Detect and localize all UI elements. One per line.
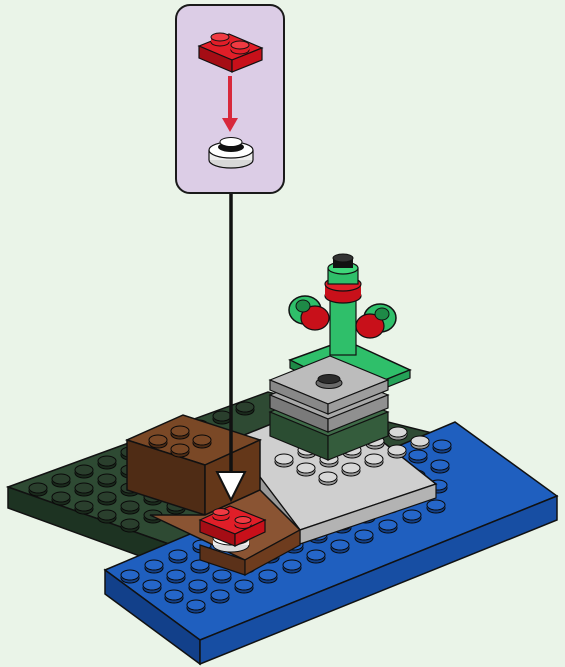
stud (342, 463, 360, 476)
stud (319, 472, 337, 485)
stud (149, 435, 167, 448)
stud (411, 436, 429, 449)
stud (283, 560, 301, 573)
stud (297, 463, 315, 476)
sub-assembly-callout (176, 5, 284, 193)
stud (121, 501, 139, 514)
stud (143, 580, 161, 593)
stud (211, 590, 229, 603)
stud (213, 411, 231, 424)
stud (171, 426, 189, 439)
stud (307, 550, 325, 563)
stud (52, 474, 70, 487)
stud (169, 550, 187, 563)
stud (379, 520, 397, 533)
stud (98, 456, 116, 469)
stud (433, 440, 451, 453)
stud (171, 444, 189, 457)
stud (165, 590, 183, 603)
stud (29, 483, 47, 496)
stud (235, 580, 253, 593)
stud (409, 450, 427, 463)
stud (365, 454, 383, 467)
stud (98, 492, 116, 505)
stud (389, 427, 407, 440)
stud (167, 570, 185, 583)
stud (75, 501, 93, 514)
stud (213, 570, 231, 583)
stud (189, 580, 207, 593)
stud (236, 402, 254, 415)
stud (259, 570, 277, 583)
stud (355, 530, 373, 543)
stud (145, 560, 163, 573)
stud (427, 500, 445, 513)
stud (121, 570, 139, 583)
stud (75, 483, 93, 496)
stud (275, 454, 293, 467)
stud (121, 519, 139, 532)
stud (75, 465, 93, 478)
stud (98, 474, 116, 487)
stud (52, 492, 70, 505)
stud (403, 510, 421, 523)
stud (193, 435, 211, 448)
stud (431, 460, 449, 473)
stud (98, 510, 116, 523)
stud (388, 445, 406, 458)
stud (187, 600, 205, 613)
stud (331, 540, 349, 553)
